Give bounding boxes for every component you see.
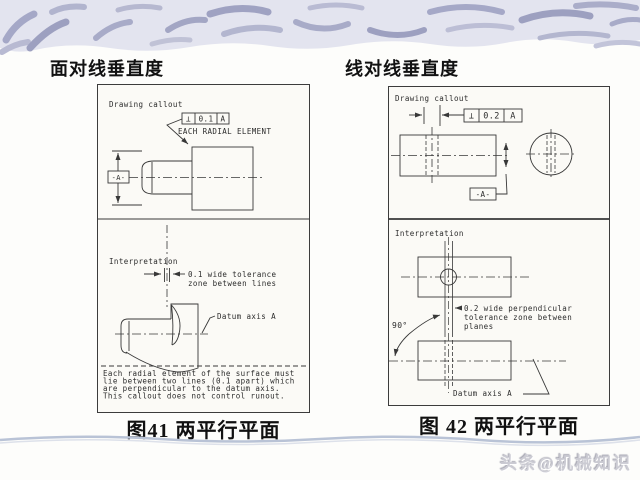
figure41-panel: Drawing callout ⊥ 0.1 A EACH RADIAL ELEM… <box>97 84 310 413</box>
fig41-datum-axis-leader <box>201 315 216 334</box>
fig42-fcf-tolerance: 0.2 <box>483 112 500 122</box>
fig41-fcf-datum: A <box>221 115 226 124</box>
fig42-zone-note-line2: tolerance zone between <box>464 313 572 322</box>
fig41-datum-axis-label: Datum axis A <box>217 312 276 321</box>
left-title: 面对线垂直度 <box>50 59 164 79</box>
fig42-perpendicularity-symbol: ⊥ <box>469 112 475 122</box>
fig42-datum-tag: -A- <box>476 190 491 199</box>
decorative-bottom-wave <box>0 435 640 447</box>
fig42-fcf-datum: A <box>510 112 516 122</box>
fig42-upper-block <box>401 256 529 298</box>
fig42-interpretation-label: Interpretation <box>395 229 464 238</box>
fig42-angle-label: 90° <box>392 321 408 330</box>
fig41-description-line3: are perpendicular to the datum axis. <box>103 384 280 393</box>
fig42-zone-note-line1: 0.2 wide perpendicular <box>464 304 572 313</box>
fig41-interpretation-label: Interpretation <box>109 257 178 266</box>
fig41-part-interpretation-view <box>115 303 216 373</box>
fig42-tolerance-zone <box>444 237 462 393</box>
fig41-perpendicularity-symbol: ⊥ <box>186 115 191 124</box>
figure42-caption: 图 42 两平行平面 <box>419 416 579 438</box>
fig41-fcf-tolerance: 0.1 <box>199 115 214 124</box>
fig42-angle-dimension <box>393 314 441 357</box>
fig42-datum-axis-label: Datum axis A <box>453 389 512 398</box>
fig42-part-side-view <box>391 127 509 184</box>
fig42-datum-feature-symbol <box>469 173 508 201</box>
brush-strokes <box>0 1 640 55</box>
fig42-datum-axis-leader <box>523 358 550 395</box>
fig42-callout-label: Drawing callout <box>395 94 469 103</box>
fig41-callout-label: Drawing callout <box>109 100 183 109</box>
fig41-datum-tag: -A- <box>112 174 126 182</box>
fig42-part-end-view <box>526 129 576 179</box>
figure42-panel: Drawing callout ⊥ 0.2 A -A- Interpretati… <box>388 86 610 406</box>
fig41-feature-control-frame <box>166 112 230 145</box>
fig41-datum-feature-symbol <box>107 150 142 206</box>
fig42-lower-block <box>389 340 566 395</box>
decorative-top-band <box>0 0 640 55</box>
fig41-zone-note-line2: zone between lines <box>188 279 276 288</box>
fig41-description-line2: lie between two lines (0.1 apart) which <box>103 377 295 386</box>
fig41-description-line1: Each radial element of the surface must <box>103 369 295 378</box>
fig41-tolerance-zone <box>144 225 185 307</box>
fig41-description-line4: This callout does not control runout. <box>103 392 285 401</box>
fig41-part-side-view <box>129 146 264 211</box>
fig41-zone-note-line1: 0.1 wide tolerance <box>188 270 277 279</box>
fig42-feature-control-frame <box>409 105 523 126</box>
fig41-feature-note: EACH RADIAL ELEMENT <box>178 127 271 136</box>
watermark: 头条@机械知识 <box>500 454 632 473</box>
right-title: 线对线垂直度 <box>345 59 459 79</box>
figure41-caption: 图41 两平行平面 <box>126 420 281 442</box>
fig42-zone-note-line3: planes <box>464 322 494 331</box>
